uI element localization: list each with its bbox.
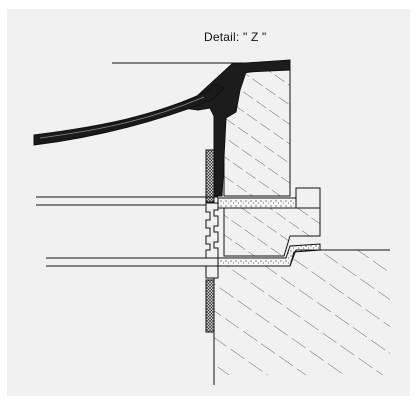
grout-bed-upper <box>217 197 297 209</box>
foundation-block <box>214 250 390 375</box>
clamp-lower-cap <box>205 265 219 279</box>
foundation-outline <box>214 249 390 267</box>
middle-step <box>295 187 321 209</box>
roof-cover <box>33 83 225 146</box>
bracket-face-lower <box>205 279 215 333</box>
bracket-face <box>205 149 215 203</box>
detail-label: Detail: " Z " <box>204 30 267 44</box>
roof-cover-highlight <box>39 96 205 139</box>
clamp-profile <box>205 202 219 259</box>
